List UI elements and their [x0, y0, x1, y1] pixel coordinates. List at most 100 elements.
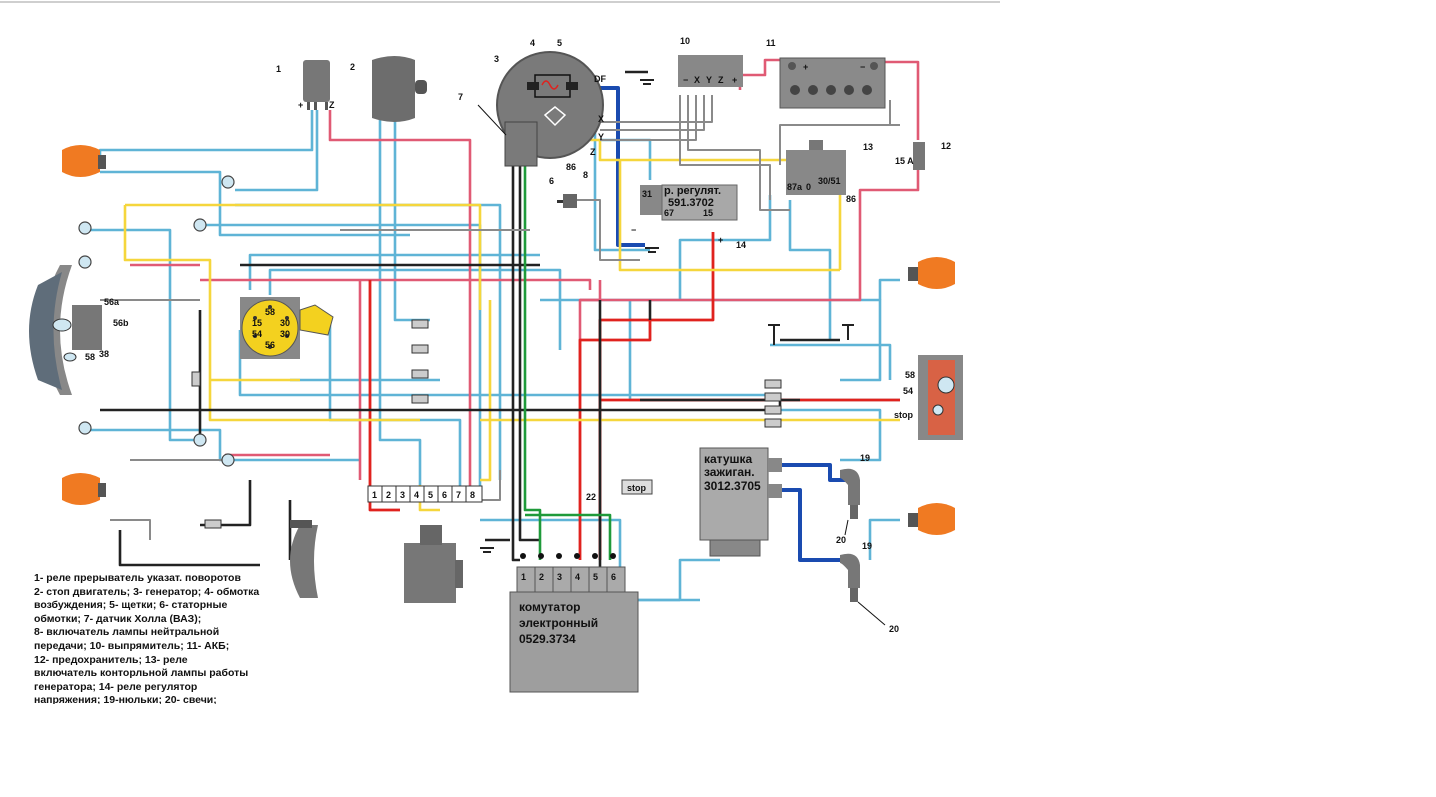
label-1: 1 [276, 64, 281, 74]
svg-text:0529.3734: 0529.3734 [519, 632, 576, 646]
voltage-regulator: 31 р. регулят. 591.3702 67 15 − + 14 [631, 184, 746, 250]
svg-text:4: 4 [575, 572, 580, 582]
svg-text:2: 2 [539, 572, 544, 582]
charge-lamp-relay: 87a 0 30/51 86 13 [786, 140, 873, 204]
svg-text:X: X [598, 114, 604, 124]
svg-text:30: 30 [280, 318, 290, 328]
main-connector-block: 1 2 3 4 5 6 7 8 [367, 485, 483, 503]
ignition-switch: 58 15 30 54 30 56 [240, 297, 334, 359]
svg-text:86: 86 [846, 194, 856, 204]
svg-text:1: 1 [521, 572, 526, 582]
legend-line: 8- включатель лампы нейтральной [34, 626, 220, 639]
turn-lamp-rear-right [908, 503, 955, 535]
svg-text:6: 6 [442, 490, 447, 500]
label-8: 8 [583, 170, 588, 180]
svg-text:комутатор: комутатор [519, 600, 581, 614]
svg-text:+: + [718, 235, 723, 245]
svg-text:катушка: катушка [704, 452, 753, 466]
svg-text:67: 67 [664, 208, 674, 218]
legend-line: 12- предохранитель; 13- реле [34, 653, 188, 666]
svg-text:56: 56 [265, 340, 275, 350]
label-10: 10 [680, 36, 690, 46]
starter-motor [404, 525, 463, 603]
svg-text:5: 5 [593, 572, 598, 582]
svg-text:15: 15 [252, 318, 262, 328]
neutral-switch: 8 [557, 170, 588, 208]
svg-text:15 A: 15 A [895, 156, 914, 166]
label-3: 3 [494, 54, 499, 64]
turn-lamp-front-left [62, 145, 106, 177]
svg-text:591.3702: 591.3702 [668, 197, 714, 209]
label-5: 5 [557, 38, 562, 48]
svg-text:Z: Z [329, 100, 335, 110]
label-4: 4 [530, 38, 535, 48]
horn [290, 520, 318, 598]
svg-text:Y: Y [598, 132, 604, 142]
legend-line: обмотки; 7- датчик Холла (ВАЗ); [34, 612, 202, 625]
svg-text:3: 3 [400, 490, 405, 500]
label-13: 13 [863, 142, 873, 152]
ignition-coil: катушка зажиган. 3012.3705 [699, 447, 782, 557]
svg-text:р. регулят.: р. регулят. [664, 185, 721, 197]
svg-text:8: 8 [470, 490, 475, 500]
svg-text:Y: Y [706, 75, 712, 85]
svg-text:15: 15 [703, 208, 713, 218]
label-7: 7 [458, 92, 463, 102]
indicator-bulbs [78, 175, 235, 467]
label-6: 6 [549, 176, 554, 186]
turn-signal-relay: 1 + Z [276, 60, 335, 110]
svg-text:38: 38 [99, 349, 109, 359]
svg-text:2: 2 [386, 490, 391, 500]
ground-symbols [480, 79, 659, 553]
hall-sensor: 7 [458, 92, 538, 167]
label-19b: 19 [862, 541, 872, 551]
svg-text:1: 1 [372, 490, 377, 500]
label-11: 11 [766, 38, 776, 48]
svg-text:+: + [732, 75, 737, 85]
legend-line: напряжения; 19-нюльки; 20- свечи; [34, 694, 217, 704]
brake-switches [768, 324, 854, 345]
svg-text:stop: stop [627, 483, 647, 493]
label-2: 2 [350, 62, 355, 72]
svg-text:зажиган.: зажиган. [704, 465, 755, 479]
svg-text:56a: 56a [104, 297, 120, 307]
svg-text:−: − [683, 75, 688, 85]
fuse: 15 A 12 [895, 141, 951, 170]
svg-text:5: 5 [428, 490, 433, 500]
svg-text:6: 6 [611, 572, 616, 582]
svg-text:Z: Z [590, 147, 596, 157]
svg-text:Z: Z [718, 75, 724, 85]
svg-text:58: 58 [905, 370, 915, 380]
legend: 1- реле прерыватель указат. поворотов 2-… [34, 572, 284, 704]
label-20a: 20 [836, 535, 846, 545]
svg-text:58: 58 [85, 352, 95, 362]
svg-text:30: 30 [280, 329, 290, 339]
svg-text:электронный: электронный [519, 616, 598, 630]
legend-line: передачи; 10- выпрямитель; 11- АКБ; [34, 639, 230, 652]
svg-text:3012.3705: 3012.3705 [704, 479, 761, 493]
battery: + − 11 [766, 38, 886, 109]
rear-stop-switch: stop 22 [586, 479, 653, 502]
svg-text:87a: 87a [787, 182, 803, 192]
svg-text:0: 0 [806, 182, 811, 192]
spark-plug-caps: 19 19 20 20 [836, 453, 899, 634]
svg-text:3: 3 [557, 572, 562, 582]
turn-lamp-front-right [908, 257, 955, 289]
svg-text:31: 31 [642, 189, 652, 199]
electronic-commutator: 1 2 3 4 5 6 комутатор электронный 0529.3… [509, 553, 639, 693]
legend-line: 2- стоп двигатель; 3- генератор; 4- обмо… [34, 585, 260, 598]
svg-text:−: − [860, 62, 865, 72]
svg-text:−: − [631, 225, 636, 235]
svg-text:X: X [694, 75, 700, 85]
svg-text:54: 54 [903, 386, 913, 396]
svg-text:DF: DF [594, 74, 606, 84]
svg-text:86: 86 [566, 162, 576, 172]
svg-text:54: 54 [252, 329, 262, 339]
svg-text:7: 7 [456, 490, 461, 500]
tail-light: 58 54 stop [894, 355, 963, 440]
legend-line: генератора; 14- реле регулятор [34, 680, 198, 693]
turn-lamp-rear-left [62, 473, 106, 505]
stop-engine-switch: 2 [350, 56, 427, 122]
svg-text:30/51: 30/51 [818, 176, 841, 186]
